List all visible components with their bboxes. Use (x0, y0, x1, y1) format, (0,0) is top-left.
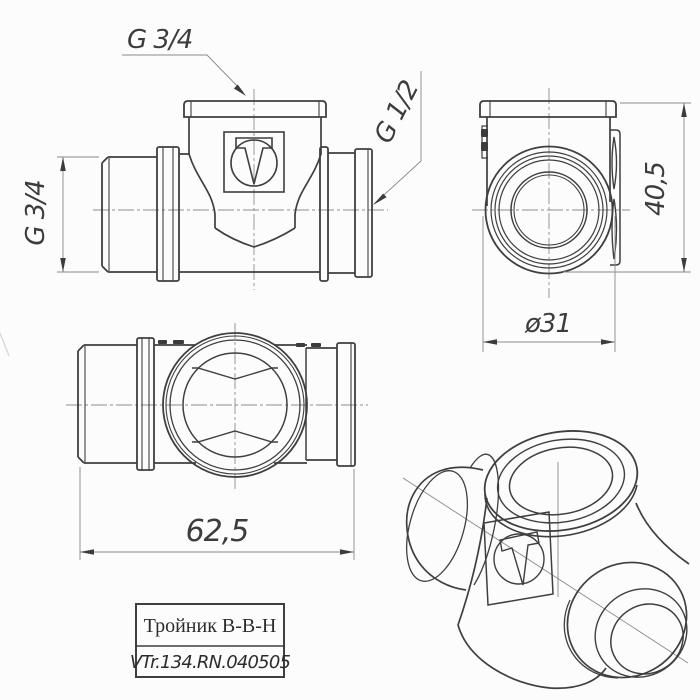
isometric-view (402, 430, 690, 690)
dim-length-label: 62,5 (186, 514, 249, 549)
dim-height: 40,5 (563, 102, 691, 273)
front-view (93, 89, 388, 290)
scan-artifact (0, 332, 10, 357)
dim-height-label: 40,5 (641, 162, 671, 216)
left-male-port (77, 337, 155, 471)
dim-diameter-label: ø31 (524, 309, 571, 339)
top-flange (479, 100, 617, 118)
dim-right-thread-label: G 1/2 (369, 76, 425, 148)
dim-top-thread-label: G 3/4 (127, 25, 192, 55)
dim-length: 62,5 (79, 467, 355, 560)
left-male-port (101, 146, 180, 282)
dim-top-thread: G 3/4 (122, 25, 246, 96)
left-thread-marks (481, 125, 488, 159)
dim-diameter: ø31 (482, 216, 616, 352)
side-view (472, 88, 630, 298)
dim-right-thread: G 1/2 (369, 71, 425, 205)
body-outline (486, 117, 611, 206)
title-block: Тройник В-В-Н VTr.134.RN.040505 (130, 603, 291, 678)
brand-logo-mark (483, 511, 554, 606)
right-port (305, 342, 356, 467)
top-port-circles (162, 332, 308, 478)
right-port-rings (563, 561, 688, 679)
body-outline (457, 497, 690, 690)
top-view (66, 323, 368, 490)
front-port-circles (484, 145, 614, 275)
dim-left-thread: G 3/4 (21, 156, 99, 273)
axis-line-horizontal (402, 477, 689, 664)
barrel-edges (179, 153, 320, 273)
top-port-ring (483, 430, 639, 538)
top-flange (183, 100, 327, 118)
barrel-edges (154, 344, 307, 464)
bottom-boss (214, 227, 296, 248)
right-female-port (319, 146, 373, 282)
part-code: VTr.134.RN.040505 (130, 652, 291, 673)
brand-logo-mark (223, 131, 285, 193)
body-outline (188, 117, 322, 228)
thread-tick-marks (158, 340, 321, 347)
part-name: Тройник В-В-Н (144, 615, 277, 637)
dim-left-thread-label: G 3/4 (21, 180, 51, 245)
